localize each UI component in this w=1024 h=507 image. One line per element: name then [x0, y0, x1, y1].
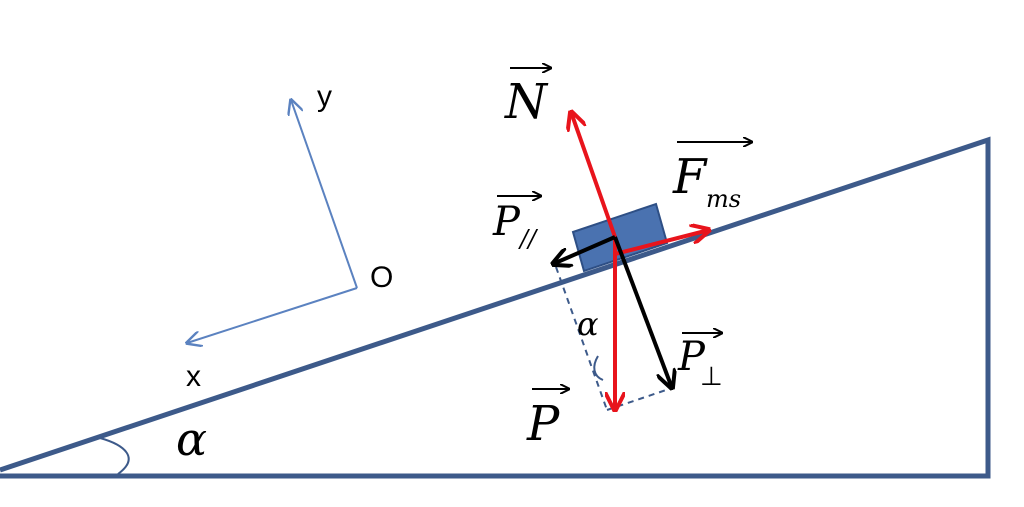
inclined-plane — [0, 136, 991, 479]
normal-force-arrow — [571, 112, 617, 238]
component-angle-label: α — [577, 305, 599, 343]
svg-text:P: P — [492, 199, 521, 245]
svg-text:ms: ms — [706, 185, 741, 213]
coordinate-axes: y O x — [186, 80, 393, 393]
component-angle-arc — [593, 355, 604, 381]
svg-text:⊥: ⊥ — [700, 362, 723, 392]
incline-angle-arc — [99, 437, 130, 475]
svg-text:P: P — [677, 334, 706, 380]
label-normal-force: N — [504, 68, 551, 130]
axis-origin-label: O — [370, 261, 393, 294]
axis-y-label: y — [317, 80, 332, 113]
svg-text:F: F — [672, 149, 708, 205]
x-axis — [187, 287, 358, 343]
label-friction-force: F ms — [672, 142, 752, 213]
svg-text://: // — [518, 225, 539, 253]
svg-text:P: P — [526, 396, 560, 452]
parallel-component-arrow — [553, 235, 616, 264]
block — [571, 202, 669, 273]
svg-text:N: N — [504, 74, 549, 130]
incline-angle-label: α — [176, 412, 207, 466]
y-axis — [291, 100, 358, 289]
label-weight: P — [526, 389, 569, 452]
label-perpendicular-component: P ⊥ — [677, 333, 723, 392]
friction-force-arrow — [614, 230, 709, 256]
axis-x-label: x — [186, 360, 201, 393]
perpendicular-component-arrow — [613, 236, 672, 388]
label-parallel-component: P // — [492, 196, 541, 253]
